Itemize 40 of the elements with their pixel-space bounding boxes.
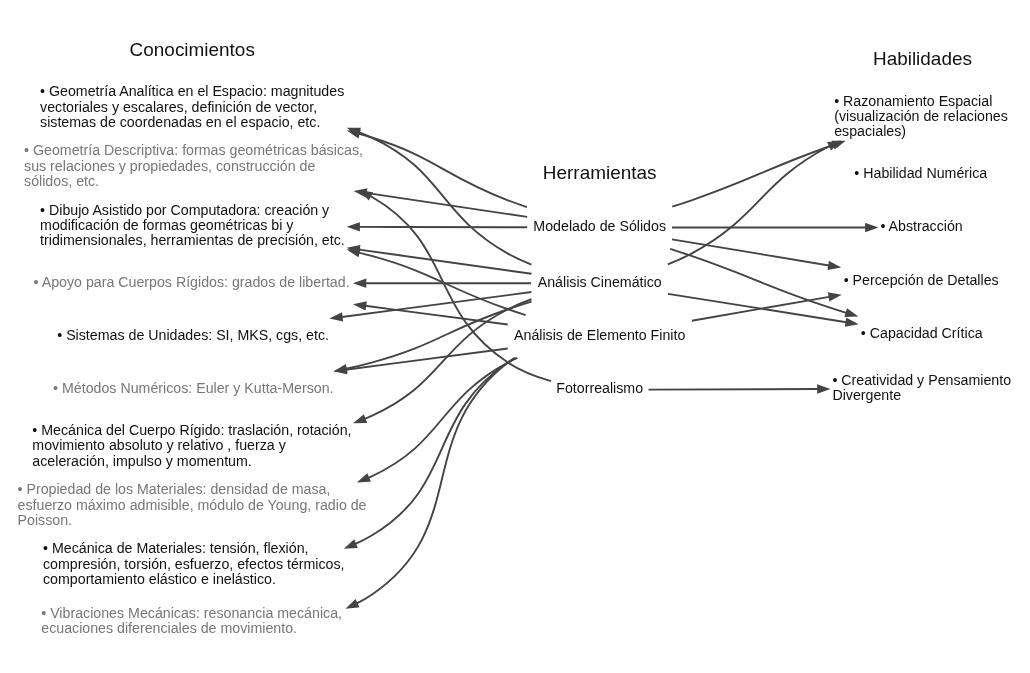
arrow	[346, 248, 527, 317]
label: Conocimientos	[129, 38, 255, 60]
node-text: Análisis de Elemento Finito	[514, 327, 686, 344]
arrow	[329, 291, 533, 322]
arrow	[356, 357, 519, 483]
arrow	[669, 247, 859, 318]
arrow	[346, 222, 529, 232]
arrow	[353, 301, 509, 326]
node-text: • Creatividad y Pensamiento Divergente	[832, 371, 1012, 403]
node-text: • Apoyo para Cuerpos Rígidos: grados de libertad.	[33, 273, 350, 290]
arrow	[690, 292, 842, 322]
node-text: • Abstracción	[880, 218, 963, 235]
label: Herramientas	[542, 161, 657, 183]
node-text: • Geometría Descriptiva: formas geométricas básicas, sus relaciones y propiedades, construcción de sólidos, etc.	[24, 142, 363, 190]
node-text: • Propiedad de los Materiales: densidad de masa, esfuerzo máximo admisible, módulo de Young, radio de Poisson.	[17, 481, 367, 528]
arrow	[671, 238, 842, 270]
arrow	[671, 222, 879, 233]
node-text: • Geometría Analítica en el Espacio: magnitudes vectoriales y escalares, definición de vector, sistemas de coordenadas en el espacio, etc.	[40, 83, 345, 130]
arrow	[667, 292, 859, 327]
node-text: • Dibujo Asistido por Computadora: creación y modificación de formas geométricas bi y tridimensionales, herramientas de precisión, etc.	[40, 201, 345, 249]
node-text: • Sistemas de Unidades: SI, MKS, cgs, etc.	[57, 327, 330, 344]
arrow	[666, 140, 842, 266]
node-text: • Percepción de Detalles	[843, 271, 999, 288]
node-text: • Razonamiento Espacial (visualización de relaciones espaciales)	[834, 92, 1008, 140]
arrow	[343, 357, 517, 549]
node-text: Modelado de Sólidos	[533, 218, 667, 235]
arrow	[345, 357, 516, 609]
node-text: Análisis Cinemático	[537, 273, 662, 290]
arrow	[359, 190, 552, 383]
label: Habilidades	[872, 48, 972, 70]
arrow	[647, 384, 831, 394]
arrow	[353, 298, 533, 424]
node-text: • Mecánica del Cuerpo Rígido: traslación, rotación, movimiento absoluto y relativo , fuerza y aceleración, impulso y momentum.	[32, 421, 352, 469]
node-text: • Vibraciones Mecánicas: resonancia mecánica, ecuaciones diferenciales de movimiento.	[41, 604, 342, 637]
node-text: • Mecánica de Materiales: tensión, flexión, compresión, torsión, esfuerzo, efectos térmicos, comportamiento elástico e inelástico.	[43, 540, 345, 588]
node-text: • Capacidad Crítica	[860, 324, 983, 341]
arrow	[352, 278, 533, 288]
node-text: • Habilidad Numérica	[854, 164, 988, 181]
node-text: • Métodos Numéricos: Euler y Kutta-Merson.	[53, 380, 334, 397]
node-text: Fotorrealismo	[556, 380, 644, 397]
